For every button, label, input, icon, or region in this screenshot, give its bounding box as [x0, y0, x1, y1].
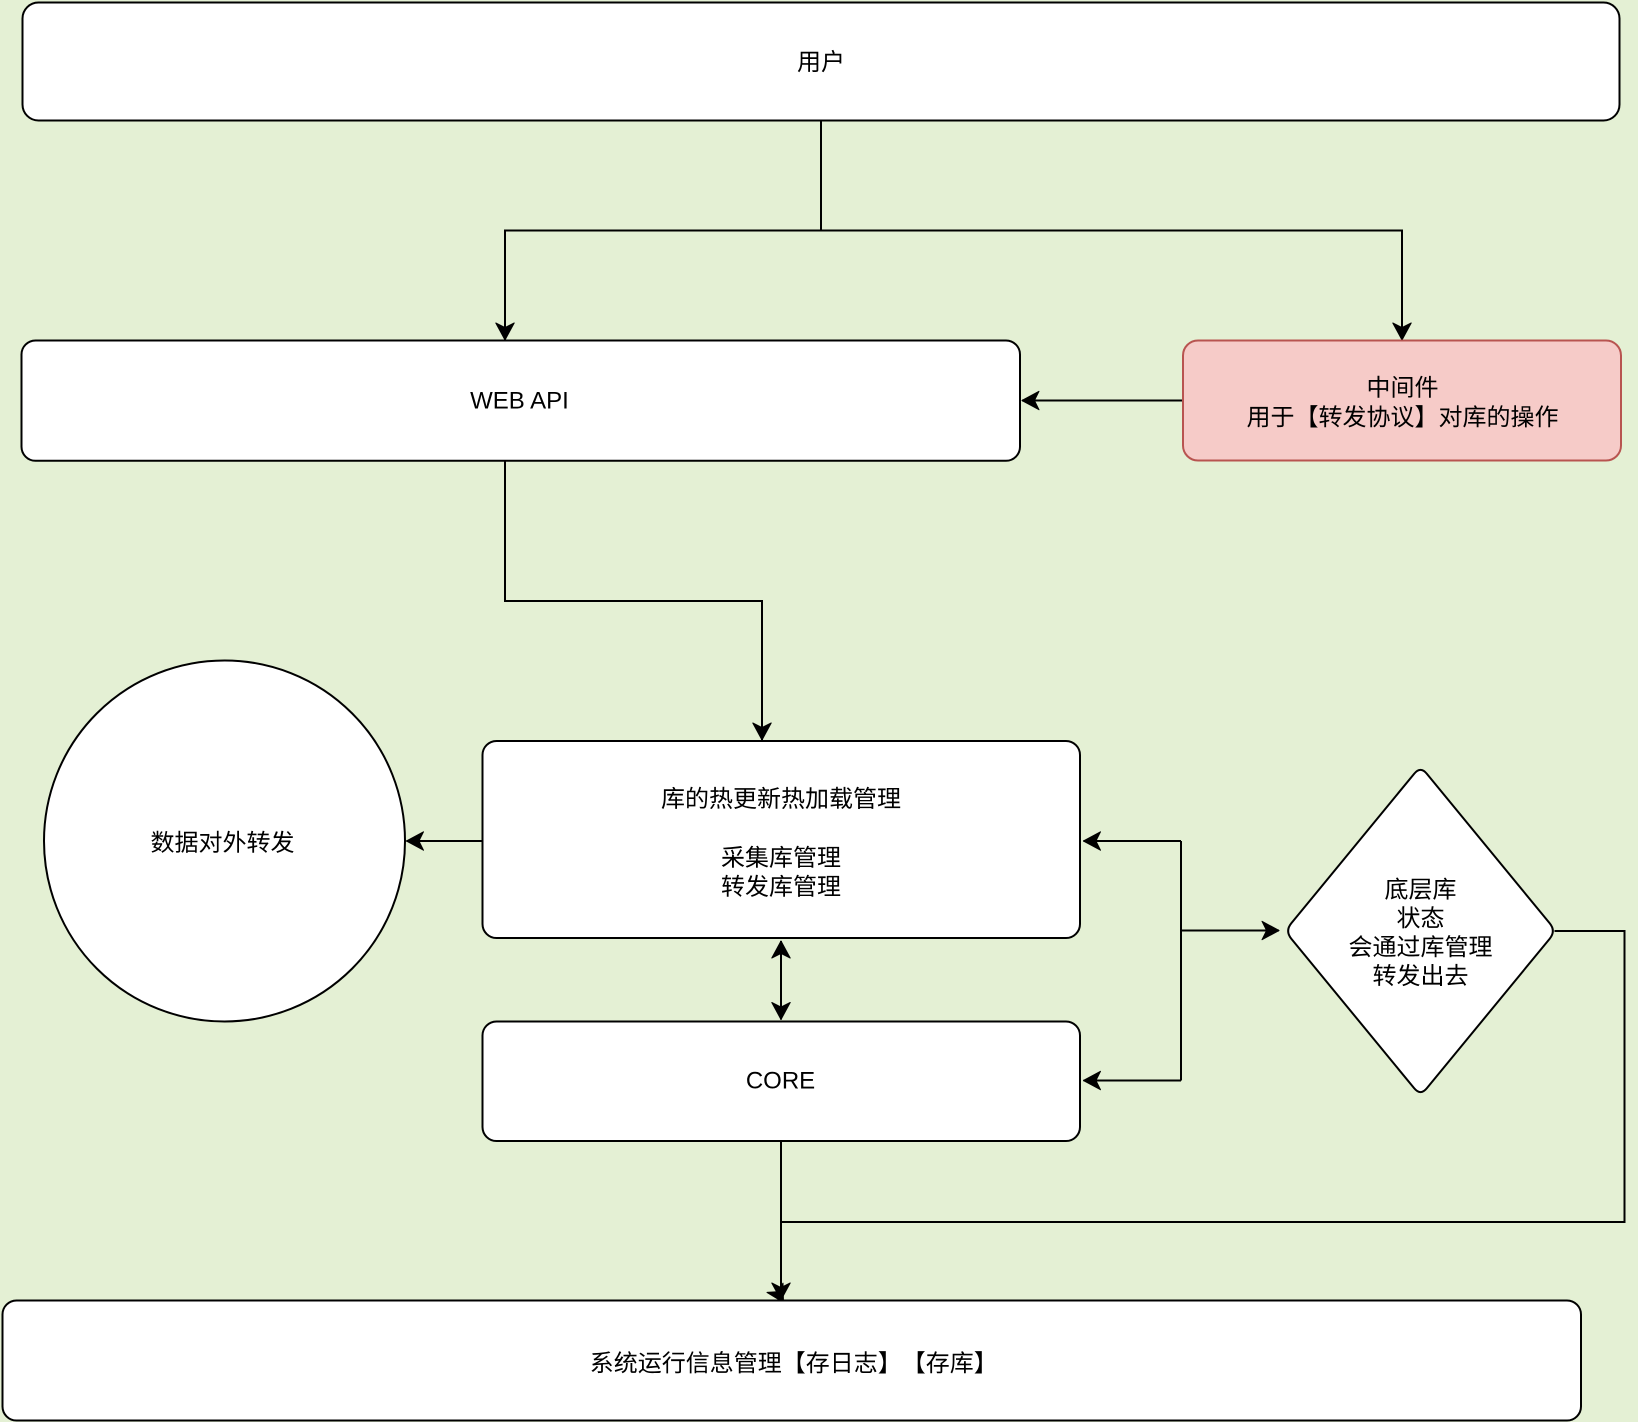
- svg-text:WEB API: WEB API: [470, 388, 569, 415]
- svg-text:CORE: CORE: [746, 1068, 815, 1095]
